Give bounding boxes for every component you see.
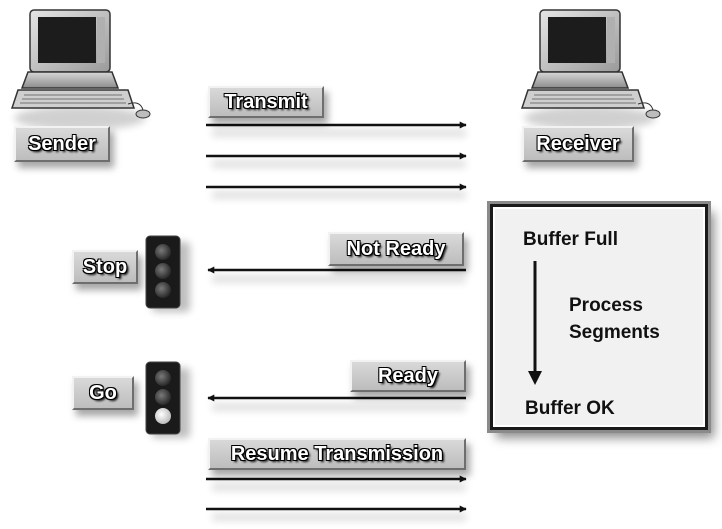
receiver-label: Receiver <box>522 126 634 162</box>
down-arrow-icon <box>528 261 542 385</box>
sender-label: Sender <box>14 126 110 162</box>
resume-transmission-label: Resume Transmission <box>208 438 466 470</box>
ready-label: Ready <box>350 360 466 392</box>
stop-label: Stop <box>72 250 138 284</box>
not-ready-label: Not Ready <box>328 232 464 266</box>
go-traffic-light-icon <box>145 361 190 438</box>
buffer-ok-text: Buffer OK <box>525 398 615 419</box>
receiver-buffer-panel: Buffer Full Process Segments Buffer OK <box>487 201 711 433</box>
process-segments-line2: Segments <box>569 322 660 343</box>
stop-traffic-light-icon <box>145 235 190 312</box>
receiver-computer-icon <box>520 9 661 130</box>
transmit-label: Transmit <box>208 86 324 118</box>
transmit-arrows <box>206 121 467 513</box>
process-segments-line1: Process <box>569 295 643 316</box>
sender-computer-icon <box>10 9 151 130</box>
buffer-full-text: Buffer Full <box>523 229 618 250</box>
go-label: Go <box>72 376 134 410</box>
